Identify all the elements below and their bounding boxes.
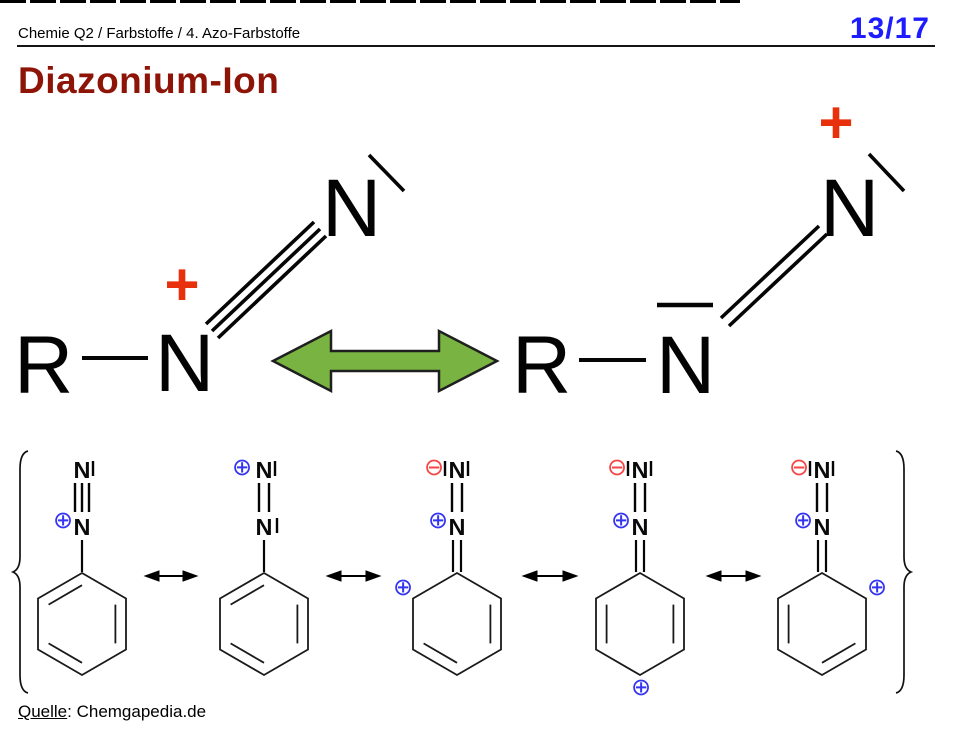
plus-charge: +	[818, 100, 853, 156]
minus-circle-charge: ⊖	[607, 453, 627, 481]
double-bond	[451, 540, 463, 572]
r-group-label: R	[14, 320, 73, 411]
n-atom-label: N	[256, 457, 273, 483]
n-atom-label: N	[449, 457, 466, 483]
n-atom-label: N	[74, 514, 91, 540]
double-bond	[634, 540, 646, 572]
brace-left	[10, 450, 29, 694]
resonance-arrow-icon	[325, 570, 382, 582]
cyclohexadiene-ring	[595, 571, 685, 677]
n-atom-label: N	[256, 514, 273, 540]
cyclohexadiene-ring	[777, 571, 867, 677]
resonance-series-figure: N ⊕ N ⊕ N	[10, 450, 914, 701]
structure-3: ⊖ N ⊕ N ⊕	[393, 453, 502, 677]
resonance-arrow-icon	[521, 570, 579, 582]
n-atom-label: N	[632, 457, 649, 483]
plus-circle-charge: ⊕	[867, 573, 887, 601]
breadcrumb: Chemie Q2 / Farbstoffe / 4. Azo-Farbstof…	[18, 25, 301, 42]
minus-circle-charge: ⊖	[424, 453, 444, 481]
structure-1: N ⊕ N	[37, 457, 127, 677]
cyclohexadiene-ring	[412, 571, 502, 677]
structure-2: ⊕ N N	[219, 453, 309, 677]
double-bond	[257, 483, 271, 512]
plus-circle-charge: ⊕	[428, 506, 448, 534]
double-bond	[815, 483, 829, 512]
header-rule	[17, 45, 935, 47]
triple-bond	[73, 483, 91, 512]
plus-circle-charge: ⊕	[631, 673, 651, 701]
n-atom-label: N	[449, 514, 466, 540]
page-number: 13/17	[849, 12, 930, 45]
benzene-ring	[219, 571, 309, 677]
main-resonance-figure: R N + N R N N +	[14, 100, 906, 411]
brace-right	[895, 450, 914, 694]
plus-charge: +	[164, 251, 199, 318]
double-bond	[816, 540, 828, 572]
n-atom-label: N	[322, 163, 381, 254]
plus-circle-charge: ⊕	[793, 506, 813, 534]
plus-circle-charge: ⊕	[232, 453, 252, 481]
structure-5: ⊖ N ⊕ N ⊕	[777, 453, 887, 677]
left-structure: R N + N	[14, 153, 406, 411]
structure-4: ⊖ N ⊕ N ⊕	[595, 453, 685, 701]
double-bond	[719, 224, 829, 328]
source-text: : Chemgapedia.de	[67, 702, 207, 721]
n-atom-label: N	[632, 514, 649, 540]
minus-circle-charge: ⊖	[789, 453, 809, 481]
top-edge-divider	[0, 0, 740, 3]
triple-bond	[204, 220, 328, 340]
benzene-ring	[37, 571, 127, 677]
resonance-arrow-icon	[270, 328, 500, 394]
source-label: Quelle	[18, 702, 68, 721]
n-atom-label: N	[814, 457, 831, 483]
n-atom-label: N	[814, 514, 831, 540]
r-group-label: R	[512, 320, 571, 411]
lone-pair-stroke	[367, 153, 406, 193]
resonance-arrow-icon	[705, 570, 762, 582]
plus-circle-charge: ⊕	[53, 506, 73, 534]
page-title: Diazonium-Ion	[18, 60, 280, 101]
n-atom-label: N	[656, 320, 715, 411]
resonance-arrow-icon	[143, 570, 199, 582]
source-line: Quelle: Chemgapedia.de	[18, 702, 206, 722]
right-structure: R N N +	[512, 100, 906, 411]
plus-circle-charge: ⊕	[393, 573, 413, 601]
n-atom-label: N	[155, 318, 214, 409]
lone-pair-stroke	[867, 152, 906, 193]
n-atom-label: N	[74, 457, 91, 483]
plus-circle-charge: ⊕	[611, 506, 631, 534]
n-atom-label: N	[820, 163, 879, 254]
double-bond	[633, 483, 647, 512]
double-bond	[450, 483, 464, 512]
